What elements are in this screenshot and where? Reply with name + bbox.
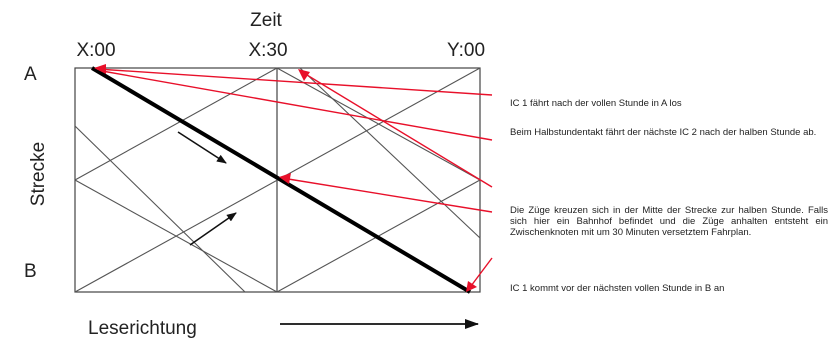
- direction-arrow-icon: [177, 131, 227, 164]
- reading-direction-label: Leserichtung: [88, 318, 197, 338]
- station-label-b: B: [24, 261, 37, 282]
- time-label-x30: X:30: [248, 40, 287, 61]
- annotation-ic2-departure: Beim Halbstundentakt fährt der nächste I…: [510, 127, 817, 138]
- arrowhead-icon: [298, 69, 310, 81]
- time-label-x00: X:00: [76, 40, 115, 61]
- annotation-arrow: [96, 68, 493, 96]
- ic1-train-path: [90, 66, 472, 294]
- annotation-arrow: [281, 177, 493, 213]
- arrowhead-icon: [466, 281, 477, 292]
- annotation-ic1-arrival: IC 1 kommt vor der nächsten vollen Stund…: [510, 283, 725, 294]
- train-path: [74, 179, 278, 293]
- time-label-y00: Y:00: [447, 40, 485, 61]
- train-path: [276, 67, 481, 181]
- arrowhead-icon: [279, 173, 291, 184]
- train-path: [74, 67, 278, 181]
- train-path: [299, 67, 481, 239]
- annotation-ic1-departure: IC 1 fährt nach der vollen Stunde in A l…: [510, 98, 682, 109]
- direction-arrow-icon: [189, 212, 237, 246]
- annotation-arrows: [94, 64, 493, 292]
- annotation-arrow: [301, 71, 493, 188]
- annotation-arrow: [101, 70, 493, 141]
- train-path: [74, 125, 246, 293]
- station-label-a: A: [24, 64, 37, 85]
- axis-label-strecke: Strecke: [28, 142, 49, 206]
- annotation-crossing: Die Züge kreuzen sich in der Mitte der S…: [510, 205, 828, 238]
- diagram-title: Zeit: [250, 10, 282, 31]
